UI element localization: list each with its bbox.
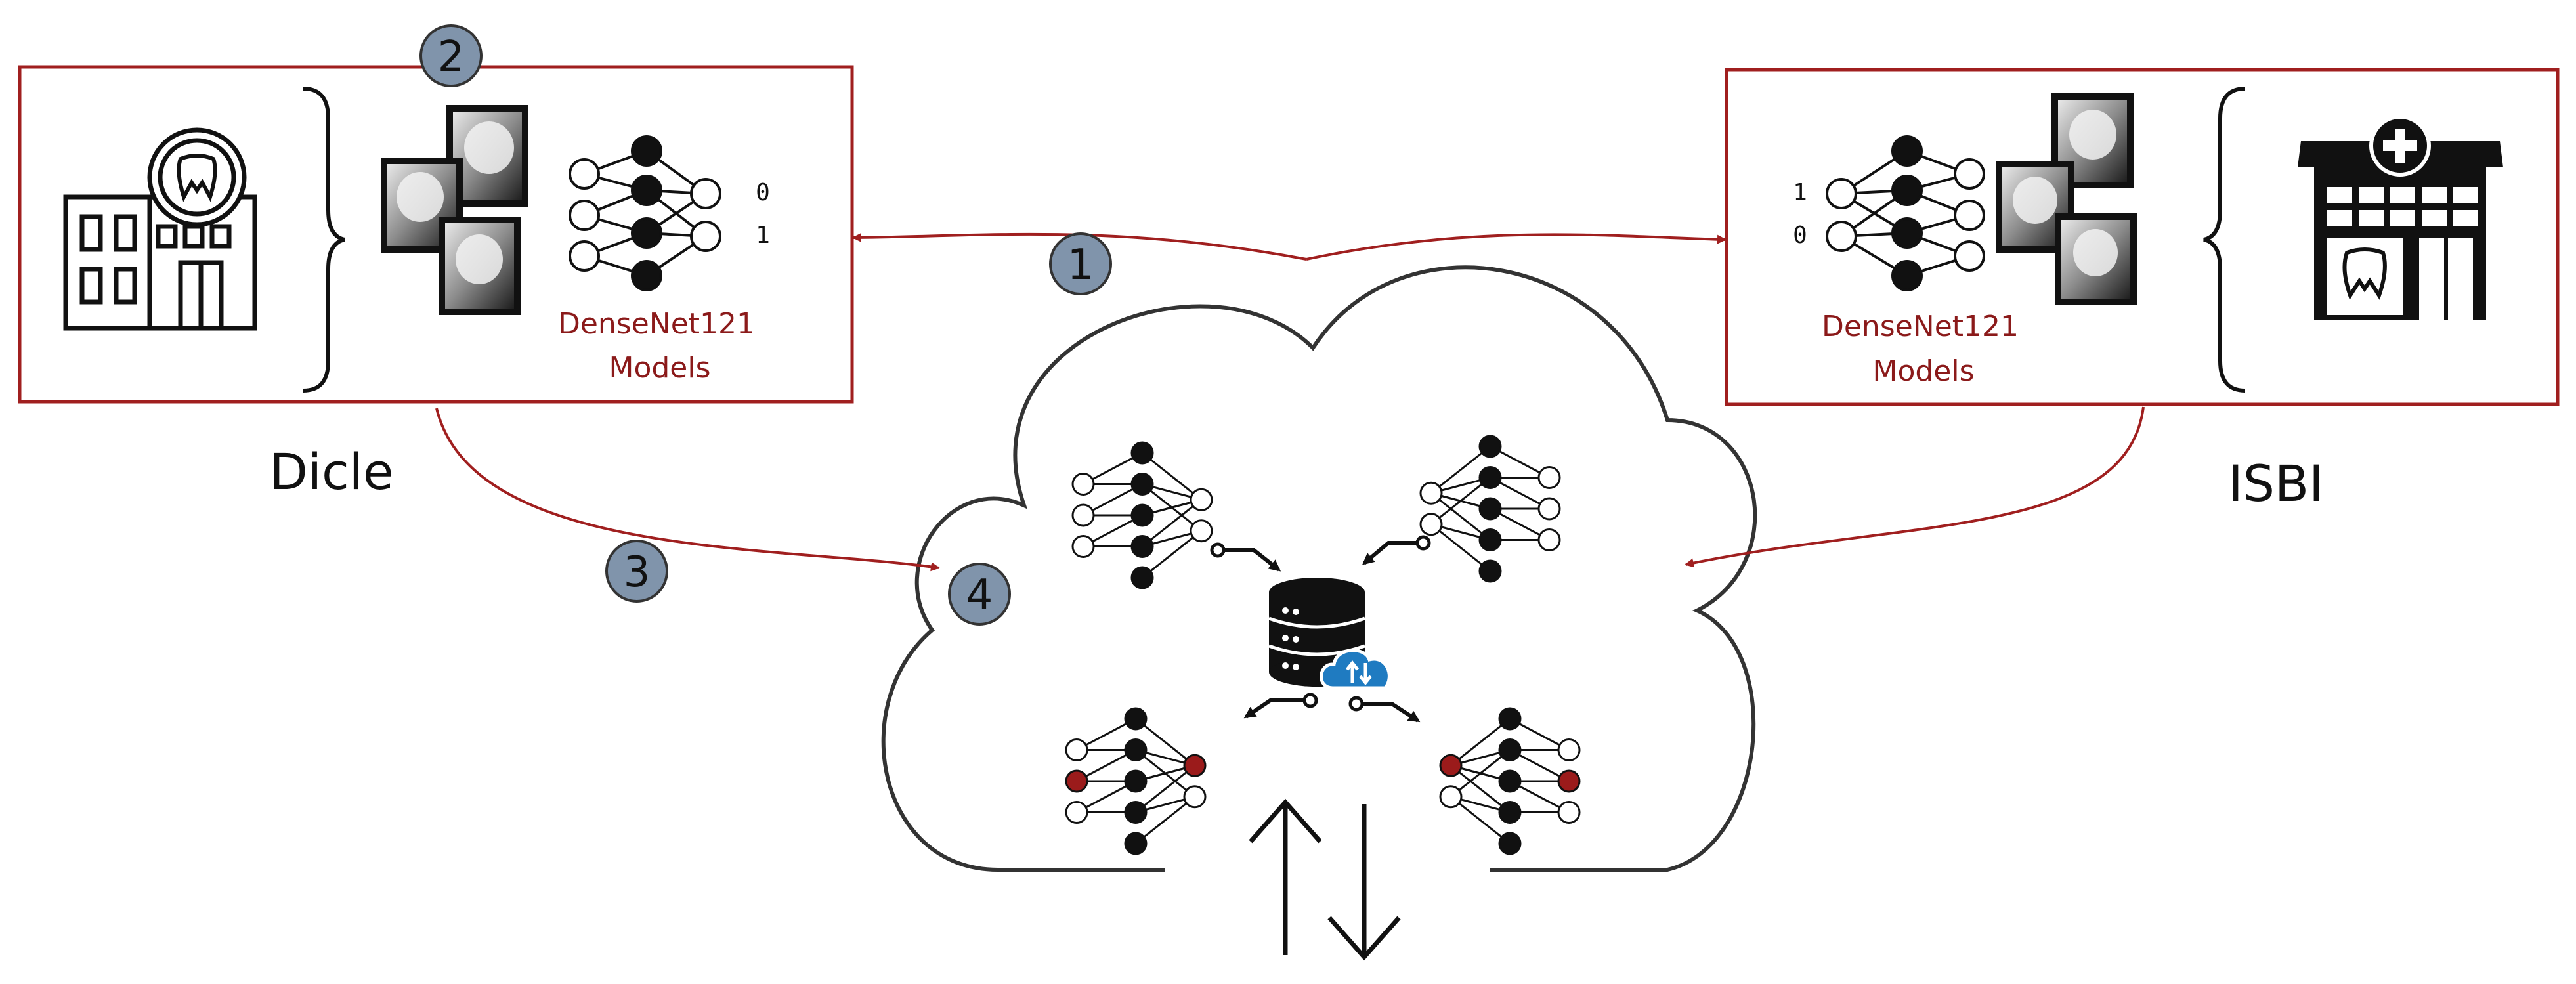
- cloud-network-3: [1065, 707, 1207, 855]
- right-model-subtitle: Models: [1872, 354, 1974, 388]
- svg-text:1: 1: [1067, 241, 1094, 289]
- aggregation-arrows: [1210, 535, 1431, 723]
- isbi-label: ISBI: [2228, 454, 2323, 513]
- xray-skull-icon: [381, 105, 528, 315]
- svg-text:4: 4: [966, 571, 993, 620]
- svg-text:3: 3: [624, 548, 651, 597]
- svg-text:2: 2: [438, 33, 465, 81]
- left-brace-icon: [303, 87, 345, 393]
- step-badge-2: 2: [419, 24, 483, 87]
- right-model-title: DenseNet121: [1822, 310, 2019, 343]
- cloud-network-1: [1071, 441, 1213, 589]
- step-badge-4: 4: [948, 563, 1011, 626]
- left-model-subtitle: Models: [609, 351, 710, 385]
- right-output-0: 0: [1793, 222, 1807, 249]
- cloud-network-4: [1439, 707, 1581, 855]
- upload-arrow-right: [1685, 406, 2145, 568]
- step-badge-1: 1: [1049, 232, 1112, 295]
- dental-hospital-icon: [63, 127, 257, 331]
- step-badge-3: 3: [605, 540, 668, 603]
- cloud-sync-icon: [1320, 649, 1391, 690]
- isbi-site-box: [1725, 68, 2560, 406]
- right-brace-icon: [2203, 87, 2246, 393]
- neural-network-icon: [1826, 135, 1985, 291]
- right-output-1: 1: [1793, 179, 1807, 206]
- broadcast-arrow-right: [1306, 233, 1727, 261]
- broadcast-arrow-left: [852, 232, 1307, 261]
- cloud-network-2: [1419, 435, 1561, 583]
- dicle-label: Dicle: [269, 442, 393, 501]
- xray-skull-icon: [1996, 93, 2137, 305]
- upload-arrow-left: [435, 408, 940, 572]
- upload-download-arrows: [1249, 798, 1401, 961]
- cloud-model-networks: [1065, 435, 1581, 855]
- left-output-0: 0: [756, 179, 770, 206]
- neural-network-icon: [569, 135, 721, 291]
- cloud-outline: [881, 265, 1757, 872]
- clinic-icon: [2298, 115, 2503, 320]
- left-output-1: 1: [756, 222, 770, 249]
- left-model-title: DenseNet121: [558, 307, 755, 341]
